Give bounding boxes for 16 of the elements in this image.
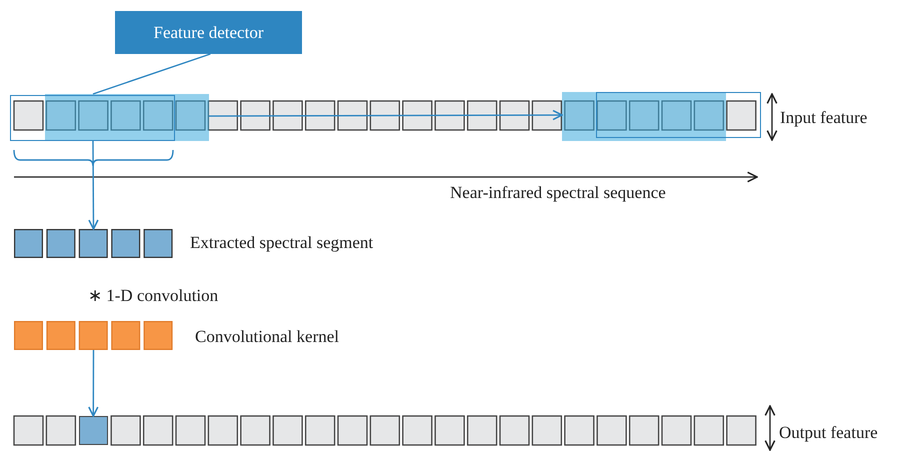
title-box: Feature detector — [115, 11, 302, 54]
detector-window — [562, 92, 760, 141]
output-cell — [78, 416, 108, 445]
node-caption: Extracted spectral segment — [190, 232, 374, 254]
detector-window — [10, 94, 209, 141]
axis-label: Input feature — [780, 107, 868, 129]
segment-cells — [14, 229, 173, 258]
node-caption: Convolutional kernel — [195, 326, 340, 348]
axis-label: Output feature — [779, 422, 878, 444]
arrow — [88, 350, 99, 417]
kernel-cells — [14, 321, 173, 350]
arrow — [88, 141, 99, 230]
arrow — [209, 110, 563, 120]
axis-label: Near-infrared spectral sequence — [450, 182, 666, 204]
operation-label: ∗ 1-D convolution — [88, 285, 218, 307]
leader-line — [92, 53, 211, 95]
